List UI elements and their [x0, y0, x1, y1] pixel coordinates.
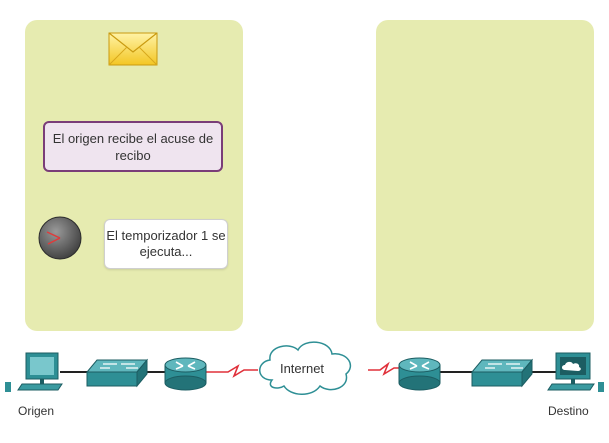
- envelope-icon: [108, 32, 158, 66]
- router-icon: [164, 357, 207, 391]
- ack-message-box: El origen recibe el acuse de recibo: [43, 121, 223, 172]
- serial-link-left: [206, 364, 258, 378]
- cloud-icon: [259, 341, 352, 395]
- destination-label: Destino: [548, 404, 589, 418]
- timer-icon: [38, 216, 82, 260]
- right-panel: [376, 20, 594, 331]
- serial-link-right: [368, 361, 400, 376]
- router-icon: [398, 357, 441, 391]
- source-label: Origen: [18, 404, 55, 418]
- internet-label: Internet: [279, 361, 325, 376]
- timer-message-text: El temporizador 1 se ejecuta...: [106, 228, 226, 259]
- ack-message-text: El origen recibe el acuse de recibo: [52, 131, 214, 163]
- computer-icon: [5, 352, 63, 392]
- server-icon: [547, 352, 604, 392]
- timer-message-box: El temporizador 1 se ejecuta...: [104, 219, 228, 269]
- network-topology: [5, 341, 604, 395]
- switch-icon: [470, 358, 534, 388]
- switch-icon: [85, 358, 149, 388]
- left-panel: [25, 20, 243, 331]
